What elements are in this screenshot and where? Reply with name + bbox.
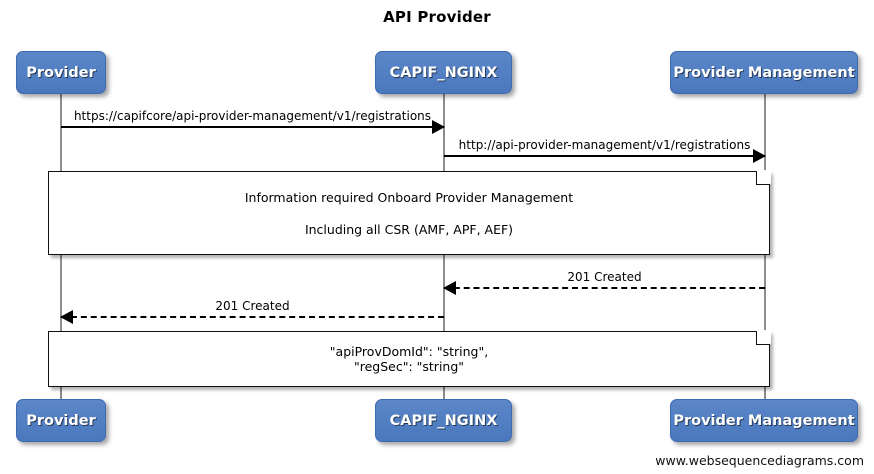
note-line-2: Including all CSR (AMF, APF, AEF)	[304, 221, 514, 237]
participant-provider-management-top[interactable]: Provider Management	[670, 51, 858, 94]
participant-label: CAPIF_NGINX	[389, 412, 498, 429]
page-title: API Provider	[383, 8, 491, 26]
note-response-body: "apiProvDomId": "string", "regSec": "str…	[48, 330, 771, 387]
message-label: http://api-provider-management/v1/regist…	[458, 138, 751, 152]
note-onboard-info: Information required Onboard Provider Ma…	[48, 170, 771, 255]
message-label: 201 Created	[567, 270, 642, 284]
arrowhead-right-icon	[753, 149, 766, 163]
message-line	[61, 126, 444, 128]
note-line-1: Information required Onboard Provider Ma…	[244, 189, 574, 205]
note-line-2: "regSec": "string"	[353, 359, 465, 374]
participant-provider-top[interactable]: Provider	[16, 51, 106, 94]
message-label: https://capifcore/api-provider-managemen…	[73, 109, 432, 123]
message-line	[444, 155, 765, 157]
note-dogear-icon	[756, 331, 770, 345]
participant-label: Provider	[26, 412, 96, 429]
message-label: 201 Created	[215, 299, 290, 313]
participant-provider-bottom[interactable]: Provider	[16, 399, 106, 442]
participant-capif-nginx-top[interactable]: CAPIF_NGINX	[375, 51, 512, 94]
message-line	[61, 316, 444, 318]
participant-label: Provider	[26, 64, 96, 81]
participant-label: Provider Management	[673, 64, 855, 81]
participant-label: CAPIF_NGINX	[389, 64, 498, 81]
note-dogear-icon	[756, 171, 770, 185]
watermark-footer: www.websequencediagrams.com	[655, 453, 864, 468]
arrowhead-right-icon	[432, 120, 445, 134]
participant-capif-nginx-bottom[interactable]: CAPIF_NGINX	[375, 399, 512, 442]
arrowhead-left-icon	[60, 310, 73, 324]
arrowhead-left-icon	[443, 281, 456, 295]
participant-label: Provider Management	[673, 412, 855, 429]
message-line	[444, 287, 765, 289]
note-line-1: "apiProvDomId": "string",	[329, 344, 489, 359]
participant-provider-management-bottom[interactable]: Provider Management	[670, 399, 858, 442]
